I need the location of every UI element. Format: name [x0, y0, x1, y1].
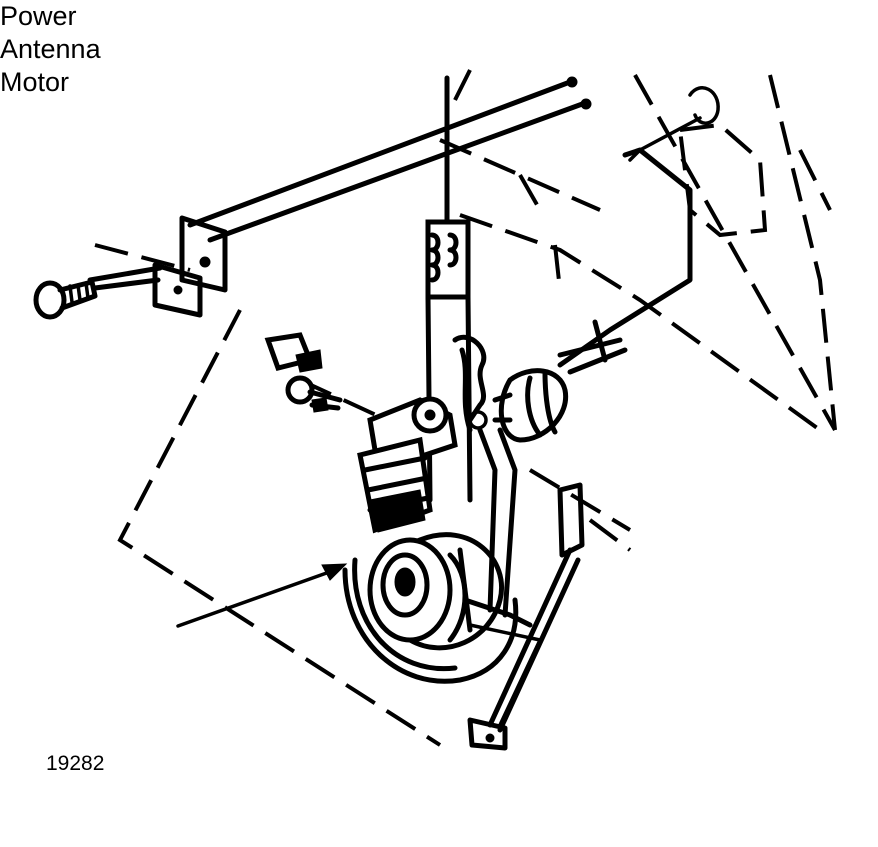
power-antenna-motor-label: Power Antenna Motor: [0, 0, 878, 99]
bolt-icon: [33, 279, 98, 320]
drain-tube: [462, 427, 533, 628]
callout-line-3: Motor: [0, 67, 70, 97]
antenna-mast: [425, 75, 473, 503]
callout-line-1: Power: [0, 1, 77, 31]
mounting-rods: [94, 76, 592, 272]
antenna-cable: [557, 147, 693, 375]
mounting-bracket: [87, 215, 228, 318]
side-connector: [264, 332, 343, 413]
motor-spool: [342, 532, 519, 684]
hose-clamp: [452, 335, 488, 433]
callout-arrow: [176, 563, 348, 628]
motor-housing: [357, 396, 458, 534]
grommet: [492, 368, 569, 443]
figure-number: 19282: [46, 752, 105, 775]
lower-bracket: [467, 482, 585, 751]
callout-line-2: Antenna: [0, 34, 101, 64]
body-panel-outline: [439, 69, 837, 432]
